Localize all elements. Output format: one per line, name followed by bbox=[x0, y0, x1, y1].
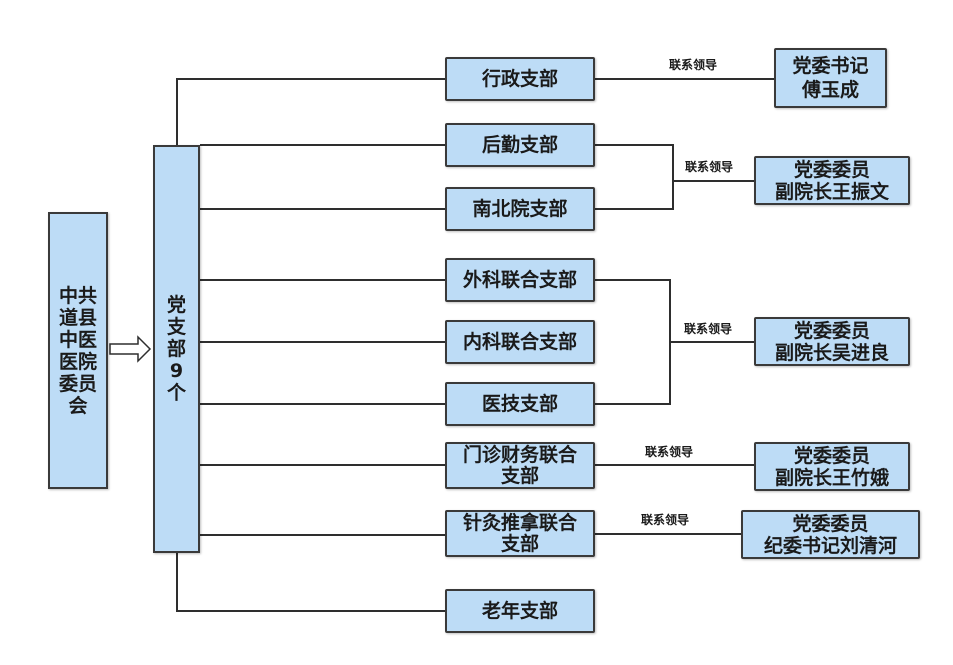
leader-box-3: 党委委员 副院长吴进良 bbox=[754, 317, 910, 366]
link-label-2: 联系领导 bbox=[685, 160, 734, 174]
branch-nanbeiyuan: 南北院支部 bbox=[445, 187, 595, 231]
link-label-1: 联系领导 bbox=[669, 58, 718, 72]
party-branches-box: 党 支 部 9 个 bbox=[153, 145, 200, 553]
arrow-icon bbox=[109, 335, 152, 363]
link-label-5: 联系领导 bbox=[641, 513, 690, 527]
leader-box-5: 党委委员 纪委书记刘清河 bbox=[741, 510, 920, 559]
branch-neike: 内科联合支部 bbox=[445, 320, 595, 364]
connector-laonian bbox=[176, 553, 445, 612]
link-bracket-3 bbox=[595, 279, 671, 405]
link-label-4: 联系领导 bbox=[645, 445, 694, 459]
branch-houqin: 后勤支部 bbox=[445, 123, 595, 167]
branch-yiji: 医技支部 bbox=[445, 382, 595, 426]
connector-xingzheng bbox=[176, 78, 445, 145]
branch-laonian: 老年支部 bbox=[445, 589, 595, 633]
leader-box-4: 党委委员 副院长王竹娥 bbox=[754, 442, 910, 491]
leader-box-2: 党委委员 副院长王振文 bbox=[754, 156, 910, 205]
leader-box-1: 党委书记 傅玉成 bbox=[774, 48, 887, 108]
link-label-3: 联系领导 bbox=[684, 322, 733, 336]
party-branches-label: 党 支 部 9 个 bbox=[166, 294, 186, 404]
branch-zhenjiu-tuina: 针灸推拿联合 支部 bbox=[445, 510, 595, 557]
branch-waike: 外科联合支部 bbox=[445, 258, 595, 302]
branch-xingzheng: 行政支部 bbox=[445, 57, 595, 101]
link-bracket-2 bbox=[595, 144, 674, 210]
root-committee-box: 中共 道县 中医 医院 委员 会 bbox=[48, 212, 108, 489]
root-committee-label: 中共 道县 中医 医院 委员 会 bbox=[58, 284, 97, 417]
branch-menzhen-caiwu: 门诊财务联合 支部 bbox=[445, 442, 595, 489]
